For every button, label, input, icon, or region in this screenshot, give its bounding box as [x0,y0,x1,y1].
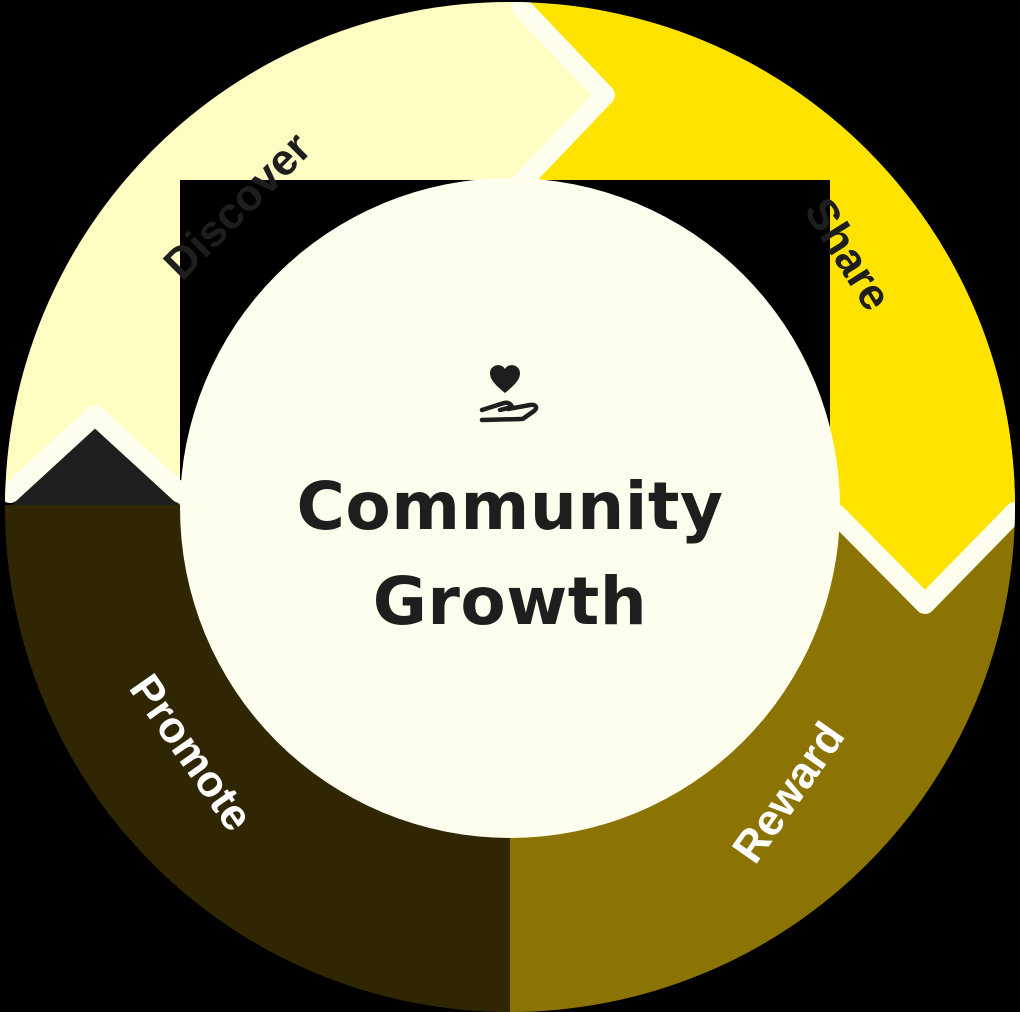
promote-arrow-tip [12,422,180,505]
center-title-line1: Community [296,468,724,545]
separator-promote-discover [5,405,190,503]
hand-heart-icon [479,365,539,423]
center-circle [180,178,840,838]
separator-share-reward [826,502,1015,614]
separator-discover-share [512,2,615,192]
center-title-line2: Growth [372,563,648,640]
